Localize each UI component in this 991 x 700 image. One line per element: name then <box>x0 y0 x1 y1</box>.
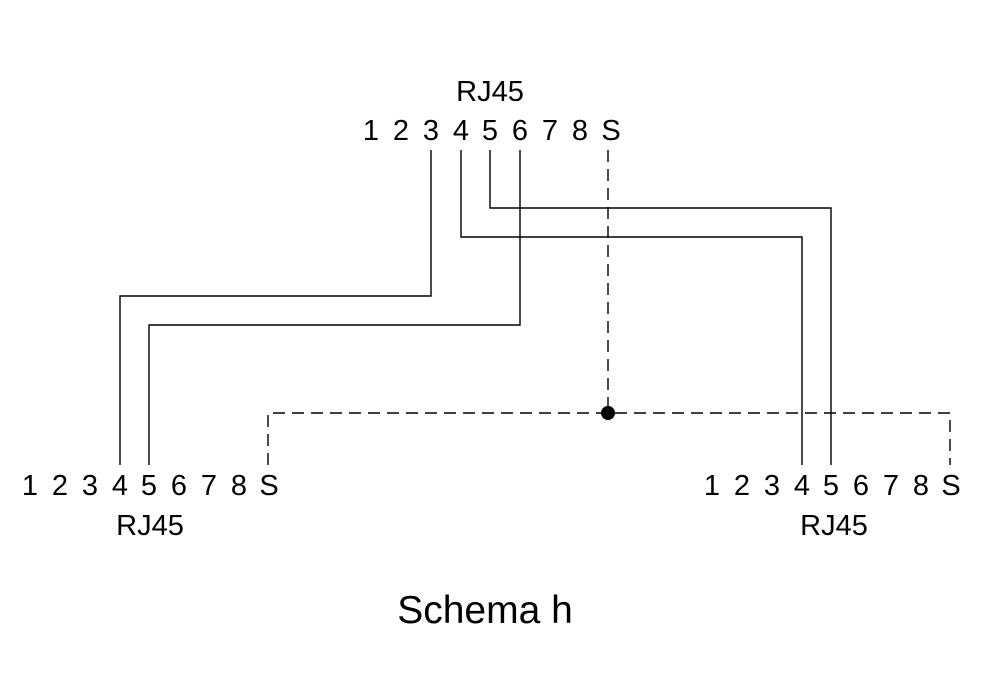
bottom-left-pin-8: 8 <box>231 470 247 502</box>
bottom-left-connector-label: RJ45 <box>116 510 184 542</box>
wire-top5-to-right5 <box>489 150 832 465</box>
top-pin-8: 8 <box>572 115 588 147</box>
top-pin-3: 3 <box>423 115 439 147</box>
top-pin-4: 4 <box>453 115 469 147</box>
bottom-left-pin-s: S <box>259 470 278 502</box>
wire-top3-to-left4 <box>119 150 432 465</box>
top-pin-6: 6 <box>512 115 528 147</box>
top-pin-s: S <box>601 115 620 147</box>
bottom-right-pin-s: S <box>941 470 960 502</box>
top-pin-2: 2 <box>393 115 409 147</box>
bottom-left-pin-1: 1 <box>22 470 38 502</box>
top-pin-5: 5 <box>482 115 498 147</box>
bottom-left-pin-2: 2 <box>52 470 68 502</box>
bottom-right-pin-7: 7 <box>883 470 899 502</box>
wire-top4-to-right4 <box>460 150 803 465</box>
bottom-right-pin-3: 3 <box>764 470 780 502</box>
wires <box>119 150 832 465</box>
bottom-left-pin-4: 4 <box>112 470 128 502</box>
shield-junction-dot <box>601 406 615 420</box>
shield-bus-line <box>267 412 951 465</box>
bottom-right-pin-4: 4 <box>794 470 810 502</box>
top-connector: RJ45 1 2 3 4 5 6 7 8 S <box>363 76 621 147</box>
bottom-right-connector: 1 2 3 4 5 6 7 8 S RJ45 <box>704 470 961 542</box>
wire-top6-to-left5 <box>148 150 521 465</box>
bottom-left-pin-3: 3 <box>82 470 98 502</box>
bottom-right-pin-8: 8 <box>913 470 929 502</box>
bottom-left-pin-7: 7 <box>201 470 217 502</box>
bottom-right-pin-1: 1 <box>704 470 720 502</box>
bottom-right-pin-2: 2 <box>734 470 750 502</box>
top-pin-1: 1 <box>363 115 379 147</box>
bottom-left-pin-6: 6 <box>171 470 187 502</box>
top-connector-label: RJ45 <box>456 76 524 108</box>
bottom-right-connector-label: RJ45 <box>800 510 868 542</box>
bottom-left-connector: 1 2 3 4 5 6 7 8 S RJ45 <box>22 470 279 542</box>
bottom-left-pin-5: 5 <box>141 470 157 502</box>
shield-wiring <box>267 150 951 465</box>
top-pin-7: 7 <box>542 115 558 147</box>
diagram-caption: Schema h <box>397 589 573 632</box>
bottom-right-pin-5: 5 <box>823 470 839 502</box>
bottom-right-pin-6: 6 <box>853 470 869 502</box>
